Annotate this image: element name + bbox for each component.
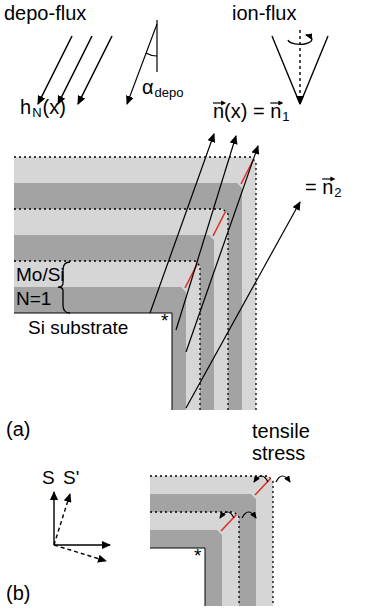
label: ion-flux xyxy=(232,2,296,24)
period-boundary xyxy=(150,512,239,606)
label: n(x) = n xyxy=(213,100,281,122)
label: (b) xyxy=(6,582,30,604)
illustration-stroke xyxy=(288,35,312,44)
illustration-stroke xyxy=(54,494,70,545)
label: depo xyxy=(155,86,184,100)
label: S' xyxy=(63,468,79,489)
layer-band xyxy=(150,512,239,606)
period-boundary xyxy=(14,157,256,410)
ion-flux-cone xyxy=(272,30,328,104)
illustration-stroke xyxy=(186,146,258,352)
layer-band xyxy=(14,287,186,410)
label: * xyxy=(194,546,201,567)
tensile-stress-arcs xyxy=(220,476,290,518)
label: h xyxy=(20,96,31,118)
layer-band xyxy=(14,157,256,410)
label: * xyxy=(161,311,168,332)
illustration-stroke xyxy=(220,512,234,518)
label: S xyxy=(42,468,55,489)
illustration-stroke xyxy=(300,36,328,104)
illustration-stroke xyxy=(78,36,112,104)
depo-flux-arrows xyxy=(38,36,112,104)
illustration-stroke xyxy=(54,544,110,545)
illustration-stroke xyxy=(272,36,300,104)
illustration-stroke xyxy=(276,476,290,482)
label: Mo/Si xyxy=(16,265,65,286)
label: 2 xyxy=(334,186,341,200)
illustration-stroke xyxy=(127,24,157,104)
illustration-stroke xyxy=(156,20,157,72)
illustration-stroke xyxy=(38,36,72,104)
corner-seam xyxy=(221,515,237,532)
label: = n xyxy=(305,176,333,198)
multilayer-detail xyxy=(150,476,273,606)
illustration-stroke xyxy=(150,134,214,313)
layer-band xyxy=(150,476,273,606)
normal-vector-arrows xyxy=(150,134,300,408)
label: α xyxy=(142,76,154,98)
substrate-edge xyxy=(14,313,172,410)
period-boundary xyxy=(150,476,273,606)
illustration-stroke xyxy=(54,545,106,561)
label: N xyxy=(32,106,41,120)
illustration-stroke xyxy=(146,53,157,56)
illustration-stroke xyxy=(299,30,300,104)
multilayer-stack xyxy=(14,157,256,410)
stress-axes xyxy=(54,492,110,561)
label: tensile stress xyxy=(252,420,338,464)
period-boundary xyxy=(14,209,228,410)
deposition-angle xyxy=(127,20,157,104)
corner-seam xyxy=(213,212,226,237)
illustration-stroke xyxy=(254,476,268,482)
corner-seam xyxy=(255,479,271,496)
period-boundary xyxy=(14,261,200,410)
illustration-stroke xyxy=(53,492,54,545)
layer-band xyxy=(14,261,200,410)
layer-band xyxy=(150,530,222,606)
illustration-stroke xyxy=(242,512,256,518)
label: depo-flux xyxy=(4,2,86,24)
layer-band xyxy=(14,209,228,410)
label: (x) xyxy=(43,96,66,118)
illustration-stroke xyxy=(58,36,92,104)
illustration-stroke xyxy=(186,202,300,408)
layer-band xyxy=(14,235,214,410)
layer-band xyxy=(150,494,256,606)
label: (a) xyxy=(6,418,30,440)
layer-band xyxy=(14,183,242,410)
label: 1 xyxy=(282,110,289,124)
label: Si substrate xyxy=(28,318,128,339)
label: N=1 xyxy=(16,289,51,310)
